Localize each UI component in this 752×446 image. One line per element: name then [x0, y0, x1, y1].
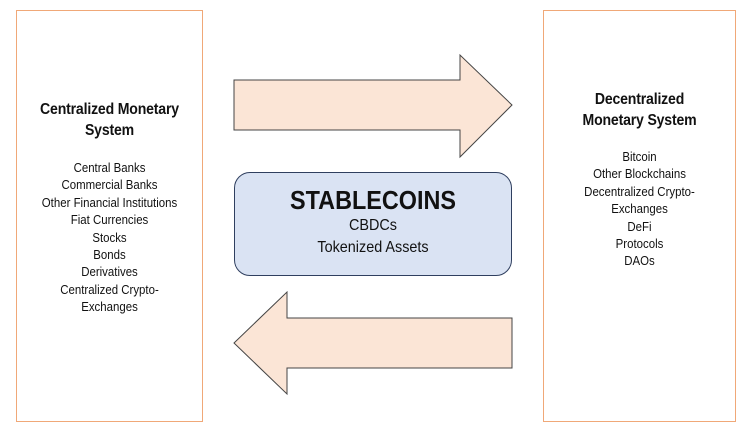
centralized-title: Centralized Monetary System [28, 99, 191, 141]
list-item: DeFi [627, 218, 652, 234]
list-item: DAOs [624, 253, 655, 269]
cbdcs-label: CBDCs [348, 217, 398, 234]
list-item: Bitcoin [622, 149, 657, 164]
list-item: Decentralized Crypto- [584, 183, 695, 199]
centralized-system-box: Centralized Monetary System Central Bank… [16, 10, 203, 422]
title-line: Centralized Monetary [40, 101, 179, 118]
tokenized-assets-label: Tokenized Assets [317, 239, 429, 256]
centralized-items: Central Banks Commercial Banks Other Fin… [28, 159, 191, 316]
title-line: System [84, 122, 135, 139]
stablecoins-box: STABLECOINS CBDCs Tokenized Assets [234, 172, 512, 276]
right-arrow [233, 53, 513, 159]
left-arrow [233, 290, 513, 396]
title-line: Monetary System [582, 112, 697, 129]
list-item: Commercial Banks [61, 177, 158, 193]
list-item: Exchanges [81, 299, 138, 315]
list-item: Bonds [93, 247, 126, 263]
list-item: Exchanges [611, 201, 668, 217]
title-line: Decentralized [594, 91, 685, 108]
list-item: Fiat Currencies [70, 212, 149, 228]
list-item: Derivatives [81, 264, 138, 280]
list-item: Central Banks [73, 160, 146, 175]
decentralized-items: Bitcoin Other Blockchains Decentralized … [555, 148, 723, 270]
stablecoins-title: STABLECOINS [290, 185, 456, 215]
list-item: Other Financial Institutions [41, 194, 178, 210]
decentralized-title: Decentralized Monetary System [555, 89, 723, 131]
list-item: Stocks [92, 229, 127, 245]
decentralized-system-box: Decentralized Monetary System Bitcoin Ot… [543, 10, 736, 422]
list-item: Protocols [615, 236, 664, 252]
list-item: Centralized Crypto- [60, 281, 159, 297]
list-item: Other Blockchains [593, 166, 686, 182]
